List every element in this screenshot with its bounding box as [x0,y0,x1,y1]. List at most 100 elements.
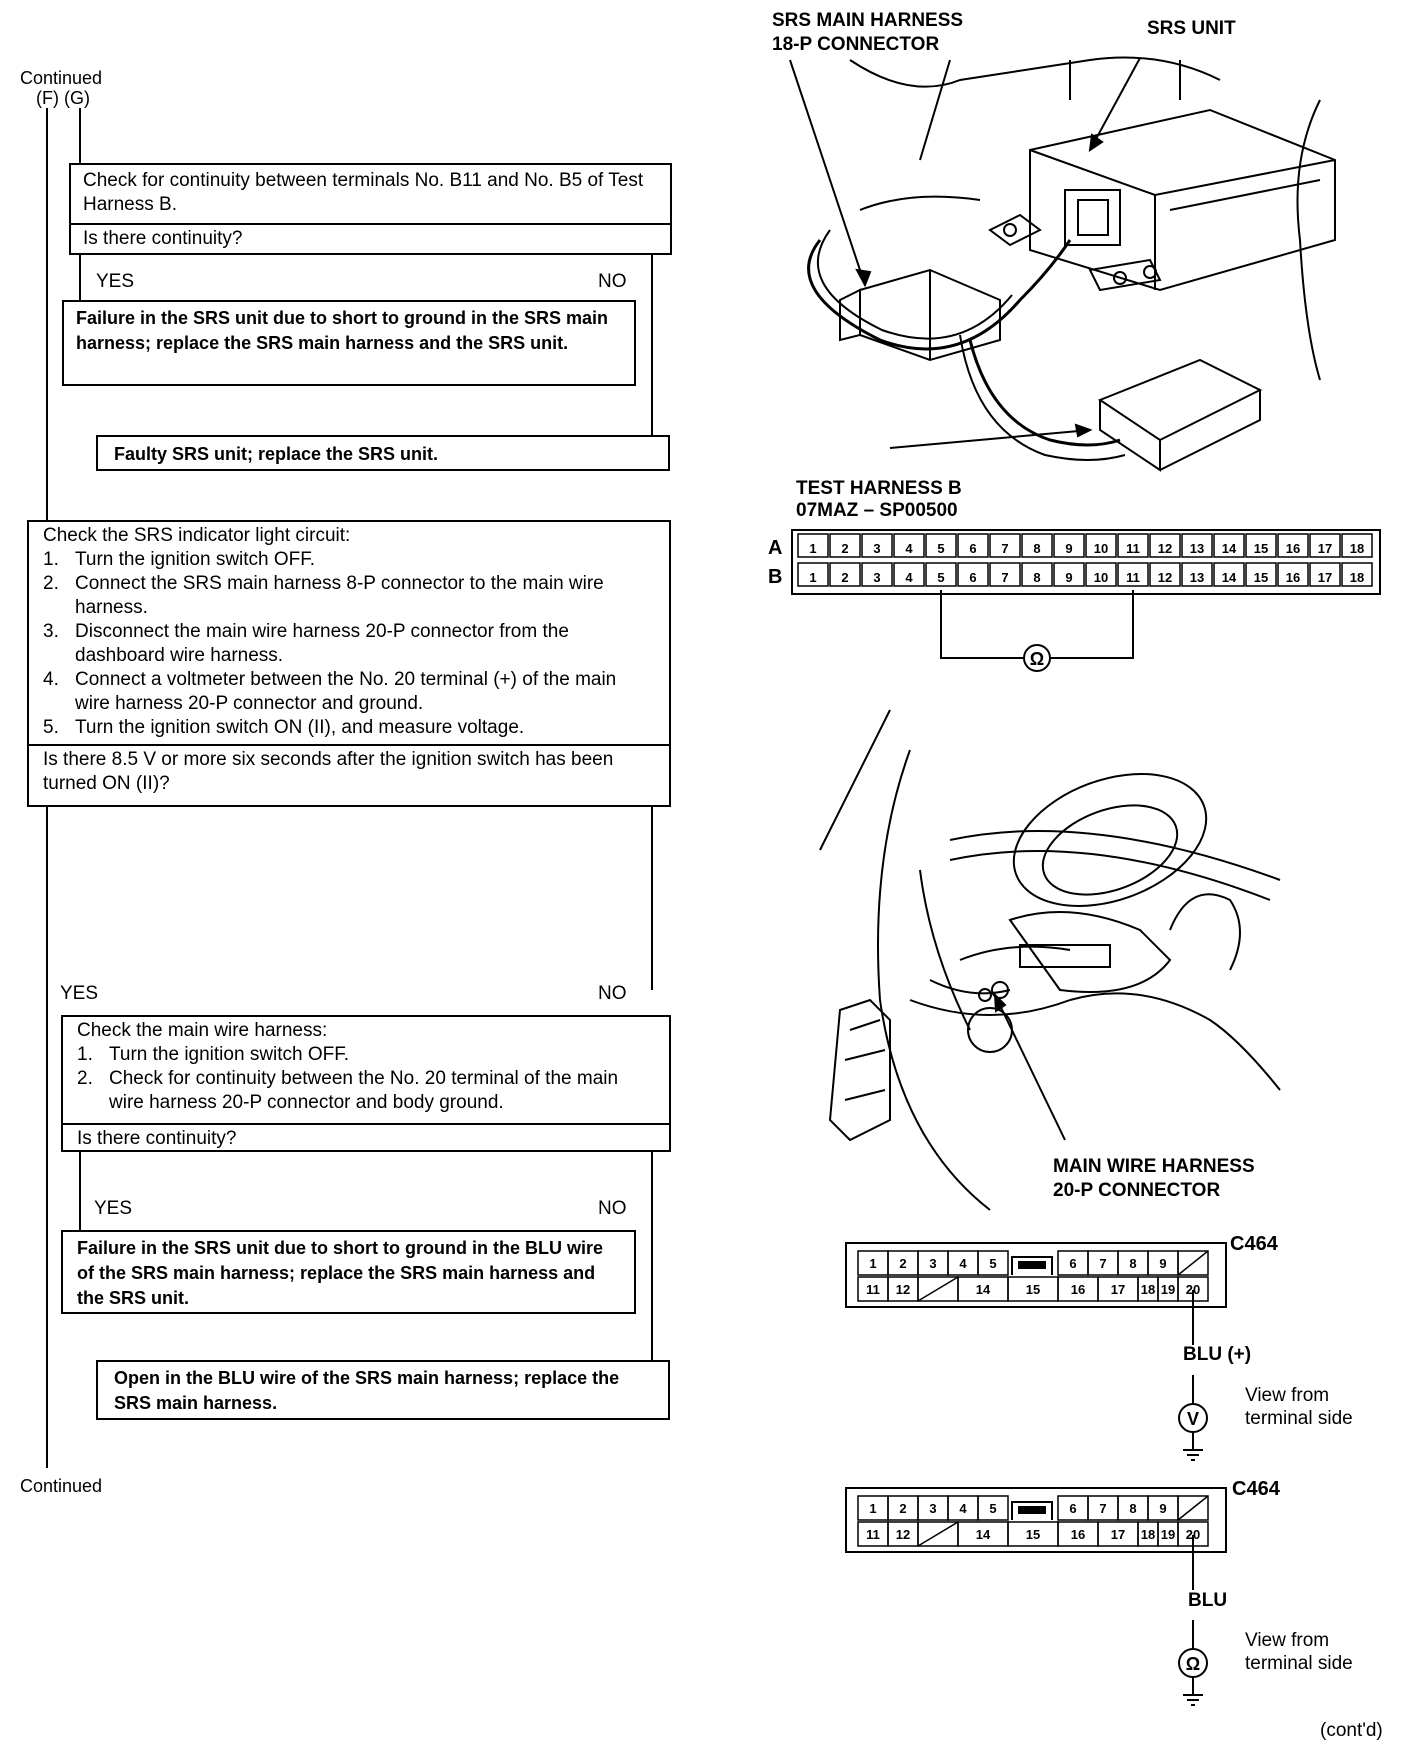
pin-number: 3 [873,570,880,585]
pin-cell [797,562,829,587]
view-from-label-1a: View from [1245,1385,1330,1406]
step-3-2: 2.Check for continuity between the No. 2… [77,1068,619,1113]
pin-cell [977,1250,1009,1276]
pin-number: 8 [1129,1501,1136,1516]
pin-number: 18 [1350,541,1364,556]
srs-unit-label: SRS UNIT [1147,18,1236,39]
pin-number: 1 [869,1256,876,1271]
row-a-label: A [768,537,783,559]
lock-tab-fill [1018,1261,1046,1269]
pin-number: 9 [1159,1256,1166,1271]
pin-cell [1021,562,1053,587]
pin-cell [1149,533,1181,558]
test-harness-label-1: TEST HARNESS B [796,478,962,499]
pin-number: 20 [1186,1527,1200,1542]
pin-number: 10 [1094,570,1108,585]
pin-number: 8 [1129,1256,1136,1271]
pin-number: 12 [1158,570,1172,585]
pin-cell [1021,533,1053,558]
blank-slash [1177,1250,1209,1276]
pin-number: 16 [1071,1527,1085,1542]
step-1: 1.Turn the ignition switch OFF. [43,549,316,570]
pin-cell [1181,533,1213,558]
pin-number: 2 [899,1501,906,1516]
pin-number: 15 [1254,541,1268,556]
blu-label: BLU [1188,1590,1228,1611]
pin-number: 4 [905,570,913,585]
pin-number: 11 [1126,570,1140,585]
pin-cell [893,562,925,587]
pin-number: 7 [1099,1256,1106,1271]
step-3: 3.Disconnect the main wire harness 20-P … [43,621,569,666]
pin-number: 2 [841,541,848,556]
step-2: 2.Connect the SRS main harness 8-P conne… [43,573,604,618]
no-label-3: NO [598,1198,627,1219]
pin-cell [1341,562,1373,587]
pin-number: 8 [1033,570,1040,585]
continuity-check-box: Check for continuity between terminals N… [69,163,672,255]
pin-number: 5 [989,1501,996,1516]
pin-number: 11 [866,1282,880,1297]
pin-number: 1 [809,541,816,556]
pin-cell [1277,562,1309,587]
blank-cell [1177,1495,1209,1521]
blank-slash [917,1276,959,1302]
pin-number: 5 [937,541,944,556]
pin-number: 19 [1161,1282,1175,1297]
pin-cell [797,533,829,558]
blu-plus-label: BLU (+) [1183,1344,1252,1365]
flowchart-lines [46,108,653,1468]
srs-main-harness-label-2: 18-P CONNECTOR [772,34,940,55]
result-faulty-srs-unit: Faulty SRS unit; replace the SRS unit. [96,435,670,471]
continued-bottom-label: Continued [20,1476,103,1496]
no-label-2: NO [598,983,627,1004]
pin-number: 17 [1111,1527,1125,1542]
yes-label-1: YES [96,271,135,292]
row-b-label: B [768,566,783,588]
pin-cell [989,562,1021,587]
pin-number: 12 [896,1282,910,1297]
continued-top-label: Continued [20,68,103,88]
pin-number: 7 [1001,570,1008,585]
pin-number: 17 [1318,570,1332,585]
pin-number: 14 [1222,570,1237,585]
pin-number: 9 [1159,1501,1166,1516]
pin-cell [957,533,989,558]
pin-cell [893,533,925,558]
result-blu-open: Open in the BLU wire of the SRS main har… [96,1360,670,1420]
pin-cell [1181,562,1213,587]
pin-number: 11 [866,1527,880,1542]
pin-cell [1277,533,1309,558]
result-blu-short: Failure in the SRS unit due to short to … [61,1230,636,1314]
pin-number: 6 [969,541,976,556]
pin-number: 5 [937,570,944,585]
connector-outline [845,1242,1227,1308]
srs-main-harness-label-1: SRS MAIN HARNESS [772,10,964,31]
no-label-1: NO [598,271,627,292]
pin-cell [1149,562,1181,587]
pin-cell [1213,562,1245,587]
pin-number: 6 [1069,1501,1076,1516]
lock-tab [1011,1501,1053,1520]
main-wire-harness-label-2: 20-P CONNECTOR [1053,1180,1221,1201]
yes-label-3: YES [94,1198,133,1219]
continuity-question-2: Is there continuity? [77,1128,237,1149]
pin-number: 13 [1190,570,1204,585]
blank-slash [917,1521,959,1547]
voltage-question: Is there 8.5 V or more six seconds after… [43,749,614,794]
pin-number: 4 [959,1501,967,1516]
pin-cell [1341,533,1373,558]
pin-number: 17 [1111,1282,1125,1297]
pin-cell [861,533,893,558]
pin-cell [957,562,989,587]
pin-number: 4 [905,541,913,556]
pin-cell [925,562,957,587]
pin-cell [1053,533,1085,558]
pin-number: 7 [1099,1501,1106,1516]
pin-number: 13 [1190,541,1204,556]
main-wire-harness-check-box: Check the main wire harness: 1.Turn the … [61,1015,671,1152]
pin-cell [861,562,893,587]
pin-cell [829,562,861,587]
pin-cell [1117,562,1149,587]
